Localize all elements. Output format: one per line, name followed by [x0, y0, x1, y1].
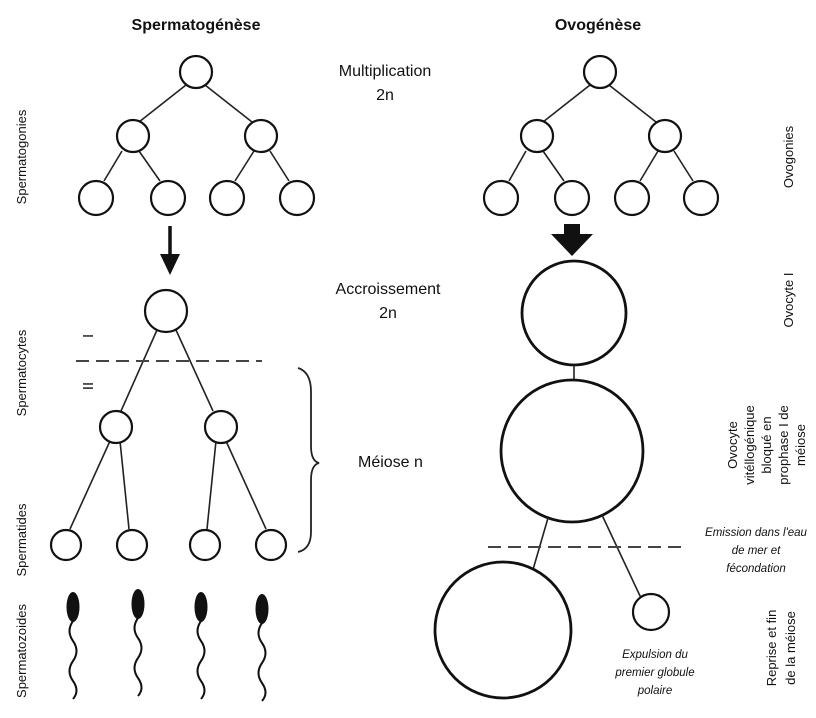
meiosis-brace	[297, 367, 320, 553]
spermatogonia-cell	[77, 179, 115, 217]
label-ovocyte-vitello-line: vitéllogénique	[742, 405, 757, 485]
arrow-down-icon	[160, 226, 180, 275]
spermatocyte-i-cell	[143, 288, 189, 334]
ovule-cell	[433, 560, 573, 700]
phase-accroissement-ploidy: 2n	[379, 305, 397, 322]
label-reprise-line: de la méiose	[783, 611, 798, 685]
emission-line-2: de mer et	[732, 545, 781, 557]
ovocyte-i-cell	[520, 259, 628, 367]
ovogonia-cell	[519, 118, 555, 154]
spermatogonia-cell	[278, 179, 316, 217]
ovogonia-cell	[553, 179, 591, 217]
spermatogonia-cell	[115, 118, 151, 154]
label-ovocyte-vitello-line: méiose	[793, 424, 808, 466]
arrow-down-icon	[551, 224, 593, 256]
spermatogenese-title: Spermatogénèse	[132, 17, 261, 34]
ovogonia-cell	[682, 179, 720, 217]
spermatid-cell	[115, 528, 149, 562]
expulsion-line-3: polaire	[637, 685, 673, 697]
label-ovocyte-vitello-line: bloqué en	[759, 416, 774, 473]
spermatocyte-tree-lines	[69, 329, 267, 530]
spermatozoon-icon	[131, 589, 145, 697]
ovocyte-link	[601, 514, 642, 599]
spermatogonia-cell	[149, 179, 187, 217]
ovogenese-title: Ovogénèse	[555, 17, 641, 34]
label-spermatozoides: Spermatozoides	[14, 604, 29, 698]
roman-two: II	[79, 382, 96, 390]
label-ovocyte-vitellogenique: Ovocyte vitéllogénique bloqué en prophas…	[725, 405, 808, 485]
label-spermatogonies: Spermatogonies	[14, 109, 29, 204]
ovogonia-tree-lines	[508, 84, 694, 182]
ovogonia-cell	[647, 118, 683, 154]
spermatid-cell	[49, 528, 83, 562]
roman-one: I	[79, 334, 96, 338]
ovocyte-vitellogenic-cell	[499, 378, 645, 524]
phase-multiplication: Multiplication	[339, 63, 431, 80]
emission-line-1: Emission dans l'eau	[705, 527, 808, 539]
spermatid-cell	[254, 528, 288, 562]
spermatogonia-cell	[178, 54, 214, 90]
spermatid-cell	[188, 528, 222, 562]
emission-line-3: fécondation	[726, 563, 785, 575]
ovogonia-cell	[613, 179, 651, 217]
ovocyte-link	[531, 517, 549, 574]
phase-meiose: Méiose n	[358, 454, 423, 471]
label-ovocyte-vitello-line: prophase I de	[776, 405, 791, 485]
spermatogonia-tree-lines	[103, 84, 290, 182]
label-ovocyte-i: Ovocyte I	[781, 273, 796, 328]
label-spermatides: Spermatides	[14, 503, 29, 576]
spermatogonia-cell	[243, 118, 279, 154]
spermatocyte-ii-cell	[98, 409, 134, 445]
expulsion-line-1: Expulsion du	[622, 649, 688, 661]
spermatozoon-icon	[255, 594, 269, 702]
phase-multiplication-ploidy: 2n	[376, 87, 394, 104]
label-spermatocytes: Spermatocytes	[14, 329, 29, 416]
polar-body-cell	[631, 592, 671, 632]
ovogonia-cell	[582, 54, 618, 90]
spermatocyte-ii-cell	[203, 409, 239, 445]
label-ovogonies: Ovogonies	[781, 125, 796, 188]
label-ovocyte-vitello-line: Ovocyte	[725, 421, 740, 469]
expulsion-line-2: premier globule	[614, 667, 694, 679]
phase-accroissement: Accroissement	[336, 281, 441, 298]
label-reprise: Reprise et fin de la méiose	[764, 610, 798, 687]
label-reprise-line: Reprise et fin	[764, 610, 779, 687]
spermatozoon-icon	[66, 592, 80, 700]
spermatogonia-cell	[208, 179, 246, 217]
spermatozoon-icon	[194, 592, 208, 700]
ovogonia-cell	[482, 179, 520, 217]
